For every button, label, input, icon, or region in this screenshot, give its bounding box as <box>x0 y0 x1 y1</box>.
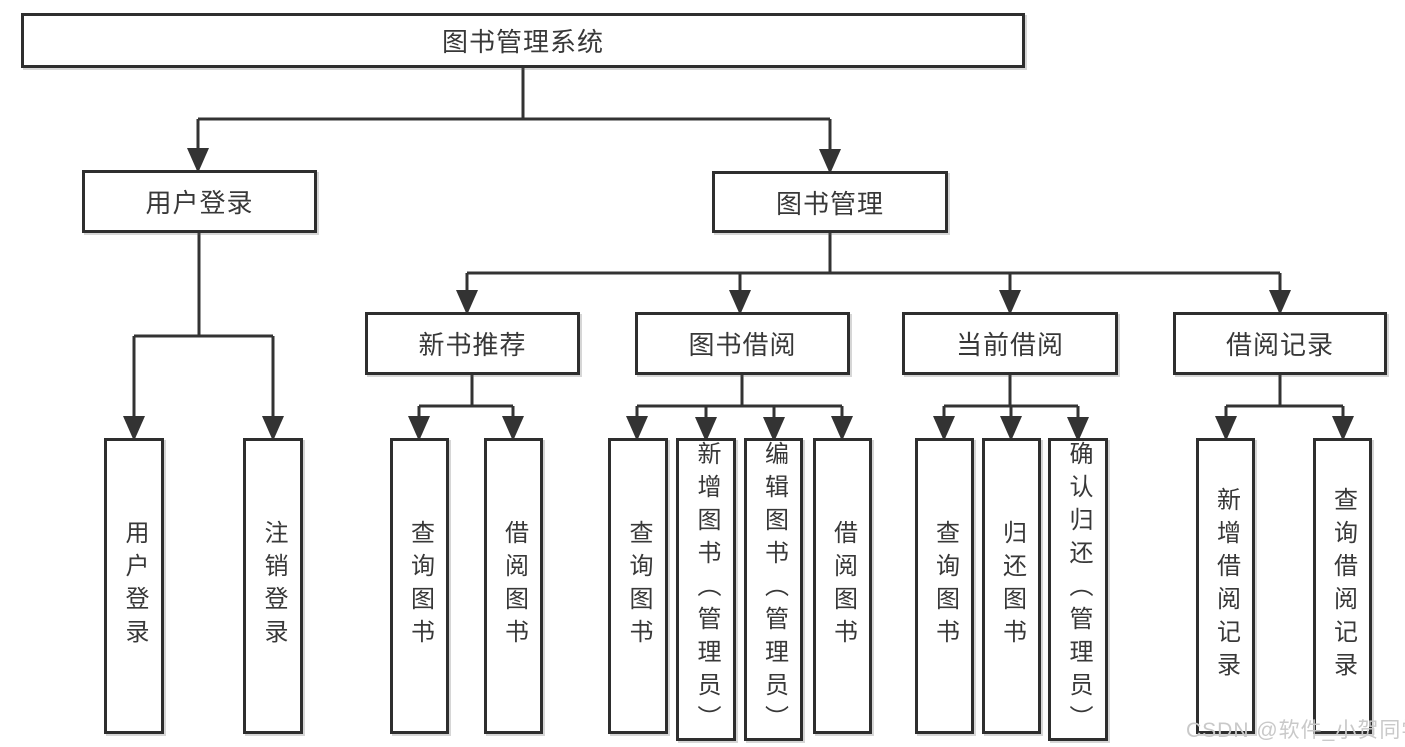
leaf-query-borrow-record-label: 查询借阅记录 <box>1329 487 1357 685</box>
leaf-add-borrow-record-label: 新增借阅记录 <box>1212 487 1240 685</box>
leaf-logout: 注销登录 <box>243 438 303 734</box>
node-current-borrow-label: 当前借阅 <box>955 330 1064 360</box>
leaf-add-borrow-record: 新增借阅记录 <box>1196 438 1255 734</box>
leaf-query-books-current-label: 查询图书 <box>931 520 959 652</box>
node-user-login: 用户登录 <box>82 170 317 233</box>
node-borrow-records-label: 借阅记录 <box>1225 330 1334 360</box>
leaf-borrow-books-label: 借阅图书 <box>829 520 857 652</box>
node-borrow-records: 借阅记录 <box>1173 312 1387 375</box>
leaf-query-books-borrow-label: 查询图书 <box>625 520 652 652</box>
leaf-edit-books-admin: 编辑图书（管理员） <box>744 438 803 741</box>
node-new-book-recommend: 新书推荐 <box>365 312 580 375</box>
node-root-label: 图书管理系统 <box>441 27 604 57</box>
watermark: CSDN @软件_小贺同学 <box>1186 719 1405 742</box>
leaf-user-login: 用户登录 <box>104 438 164 734</box>
leaf-query-books-borrow: 查询图书 <box>608 438 668 734</box>
leaf-return-books-label: 归还图书 <box>998 520 1026 652</box>
leaf-borrow-books-recommend-label: 借阅图书 <box>500 520 528 652</box>
leaf-query-books-recommend: 查询图书 <box>390 438 449 734</box>
leaf-return-books: 归还图书 <box>982 438 1041 734</box>
leaf-user-login-label: 用户登录 <box>121 520 148 652</box>
node-new-book-recommend-label: 新书推荐 <box>418 330 527 360</box>
leaf-confirm-return-admin-label: 确认归还（管理员） <box>1065 441 1092 738</box>
leaf-query-books-current: 查询图书 <box>915 438 974 734</box>
leaf-logout-label: 注销登录 <box>260 520 287 652</box>
tree-branch-lines <box>132 68 1345 441</box>
leaf-query-books-recommend-label: 查询图书 <box>406 520 434 652</box>
leaf-query-borrow-record: 查询借阅记录 <box>1313 438 1372 734</box>
node-book-management-label: 图书管理 <box>775 188 884 219</box>
node-book-borrow: 图书借阅 <box>635 312 850 375</box>
node-root: 图书管理系统 <box>21 13 1025 68</box>
leaf-borrow-books: 借阅图书 <box>813 438 872 734</box>
node-book-borrow-label: 图书借阅 <box>688 330 797 360</box>
node-user-login-label: 用户登录 <box>145 188 254 218</box>
node-book-management: 图书管理 <box>712 171 948 233</box>
leaf-add-books-admin: 新增图书（管理员） <box>676 438 736 741</box>
node-current-borrow: 当前借阅 <box>902 312 1118 375</box>
leaf-borrow-books-recommend: 借阅图书 <box>484 438 543 734</box>
leaf-edit-books-admin-label: 编辑图书（管理员） <box>760 441 788 738</box>
leaf-add-books-admin-label: 新增图书（管理员） <box>693 441 720 738</box>
leaf-confirm-return-admin: 确认归还（管理员） <box>1048 438 1108 741</box>
